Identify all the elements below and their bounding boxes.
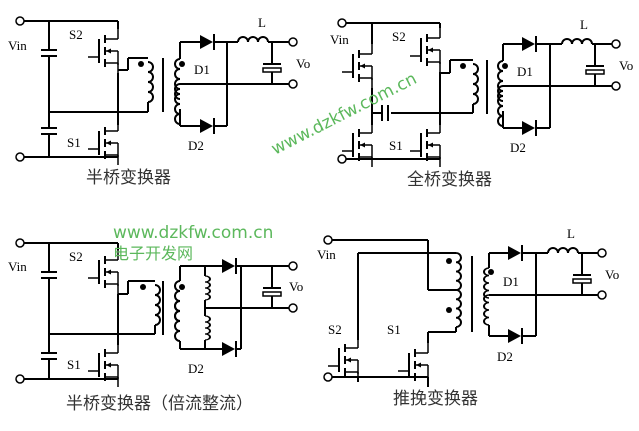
polarity-dot	[502, 63, 508, 69]
vin-label: Vin	[330, 32, 349, 47]
vin-minus-terminal	[15, 374, 25, 384]
vin-plus-terminal	[15, 16, 25, 26]
vo-minus-terminal	[611, 81, 621, 91]
polarity-dot	[446, 307, 452, 313]
s1-label: S1	[67, 135, 81, 150]
polarity-dot	[138, 61, 144, 67]
d2-label: D2	[188, 361, 204, 376]
s2-label: S2	[392, 29, 406, 44]
polarity-dot	[446, 258, 452, 264]
watermark-site-name: 电子开发网	[113, 244, 193, 263]
vo-plus-terminal	[597, 248, 607, 258]
vin-label: Vin	[317, 247, 336, 262]
vo-minus-terminal	[288, 79, 298, 89]
polarity-dot	[460, 63, 466, 69]
polarity-dot	[488, 269, 494, 275]
inductor-label: L	[580, 17, 588, 32]
vo-plus-terminal	[611, 39, 621, 49]
s2-label: S2	[328, 322, 342, 337]
vo-label: Vo	[289, 279, 303, 294]
inductor-label: L	[567, 226, 575, 241]
vin-plus-terminal	[15, 238, 25, 248]
vo-plus-terminal	[288, 261, 298, 271]
vo-minus-terminal	[597, 290, 607, 300]
vin-minus-terminal	[337, 154, 347, 164]
caption-half-bridge-current-doubler: 半桥变换器（倍流整流）	[66, 394, 253, 414]
caption-push-pull: 推挽变换器	[393, 389, 478, 409]
vo-label: Vo	[605, 267, 619, 282]
d2-label: D2	[188, 138, 204, 153]
vin-minus-terminal	[323, 372, 333, 382]
vin-label: Vin	[8, 38, 27, 53]
s2-label: S2	[69, 249, 83, 264]
s1-label: S1	[387, 322, 401, 337]
vin-plus-terminal	[337, 18, 347, 28]
d1-label: D1	[503, 274, 519, 289]
s2-label: S2	[69, 27, 83, 42]
s1-label: S1	[67, 357, 81, 372]
caption-half-bridge: 半桥变换器	[86, 168, 171, 188]
vin-minus-terminal	[15, 152, 25, 162]
polarity-dot	[179, 284, 185, 290]
s1-label: S1	[389, 138, 403, 153]
d1-label: D1	[517, 64, 533, 79]
vin-label: Vin	[8, 259, 27, 274]
vo-label: Vo	[296, 56, 310, 71]
vo-label: Vo	[619, 58, 633, 73]
polarity-dot	[140, 284, 146, 290]
vo-plus-terminal	[288, 37, 298, 47]
vin-plus-terminal	[323, 235, 333, 245]
polarity-dot	[179, 61, 185, 67]
d2-label: D2	[510, 140, 526, 155]
d1-label: D1	[194, 62, 210, 77]
vo-minus-terminal	[288, 303, 298, 313]
inductor-label: L	[258, 15, 266, 30]
half-bridge-current-doubler-converter: Vin S2 S1 D2 Vo 半桥变换器（倍流整流）	[8, 238, 303, 414]
push-pull-converter: Vin S2 S1 D1 D2 L Vo 推挽变换器	[317, 226, 619, 409]
d2-label: D2	[497, 349, 513, 364]
half-bridge-converter: Vin S2 S1 D1 D2 L Vo 半桥变换器	[8, 15, 310, 188]
full-bridge-converter: Vin S2 S1 D1 D2 L Vo 全桥变换器	[330, 17, 633, 190]
caption-full-bridge: 全桥变换器	[407, 170, 492, 190]
watermark-url: www.dzkfw.com.cn	[113, 223, 273, 243]
